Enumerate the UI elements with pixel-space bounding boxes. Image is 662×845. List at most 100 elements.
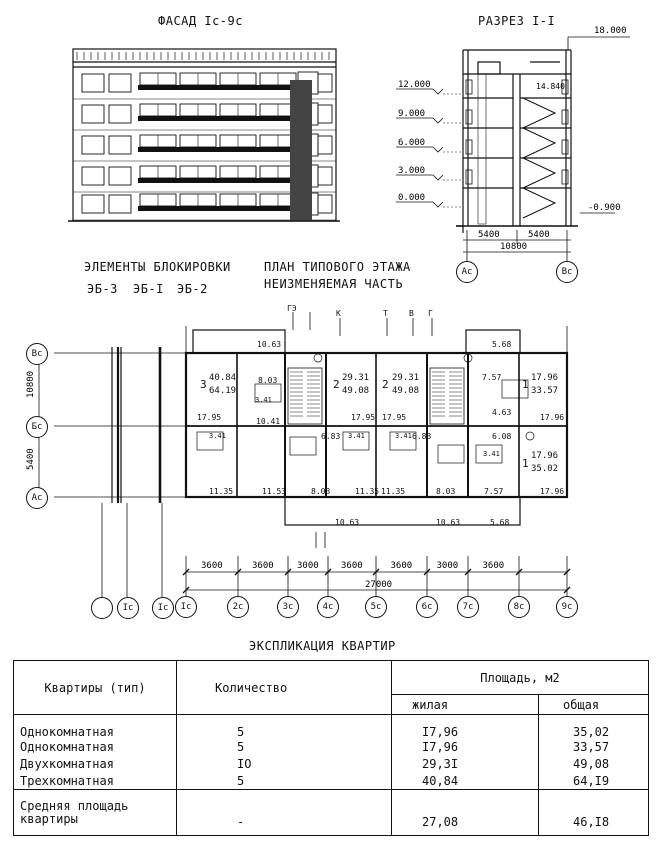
row-type: Однокомнатная [13,738,177,756]
room-label: 17.96 [531,451,559,461]
plan-dim-segment: 3600 [201,561,223,571]
section-stair-flight [522,157,557,189]
plan-axis-marker: Iс [175,596,197,618]
plan-axis-marker: 5с [365,596,387,618]
room-label: 11.35 [355,487,380,496]
facade-balcony-rail [138,206,298,211]
facade-balcony-rail [138,178,298,183]
room-label: 29.31 [392,373,420,383]
plan-mark-ge: ГЭ [287,304,297,313]
room-label: 3.41 [395,432,412,440]
col-living-header: жилая [391,694,539,715]
room-label: 1 [522,378,529,391]
facade-window [317,194,333,214]
facade-window [81,73,105,93]
room-label: 35.02 [531,464,559,474]
section-stair-flight [522,97,557,129]
room-label: 40.84 [209,373,237,383]
room-label: 7.57 [484,487,504,496]
col-total-header: общая [538,694,649,715]
plan-dim-segment: 3600 [252,561,274,571]
plan-axis-marker: 9с [556,596,578,618]
room-label: 11.53 [262,487,287,496]
facade-floor [73,133,336,162]
plan-mark-v: В [409,309,414,318]
facade-title: ФАСАД Iс-9с [158,14,243,28]
plan-bath-fixture [389,431,417,451]
facade-window [317,73,333,93]
section-window [561,169,569,185]
section-dim-total: 10800 [500,242,527,252]
room-label: 49.08 [342,386,370,396]
facade-balcony-rail [138,147,298,152]
section-elevation-label: 12.000 [398,80,431,90]
room-label: 10.63 [436,518,461,527]
plan-bath-fixture [475,444,503,464]
blocking-element-2: ЭБ-2 [177,282,208,296]
plan-axis-marker: 8с [508,596,530,618]
facade-stair-column [290,80,312,220]
plan-bath-fixture [254,383,282,403]
plan-dim-segment: 3600 [391,561,413,571]
avg-row-living: 27,08 [391,789,539,836]
section-elevation-label: 9.000 [398,109,425,119]
left-block-axis-empty [91,597,113,619]
col-type-header: Квартиры (тип) [13,660,177,715]
plan-bath-fixture [196,431,224,451]
avg-row-count: - [176,789,392,836]
section-elevation-label: 3.000 [398,166,425,176]
room-label: 2 [333,378,340,391]
section-window [561,139,569,155]
plan-axis-marker: 3с [277,596,299,618]
room-label: 6.08 [492,432,512,441]
left-axis-a: Ас [26,487,48,509]
room-label: 33.57 [531,386,559,396]
section-window [465,169,473,185]
room-label: 8.03 [311,487,331,496]
section-axis-b: Вс [556,261,578,283]
room-label: 4.63 [492,408,512,417]
plan-axis-marker: 2с [227,596,249,618]
blocking-element-1: ЭБ-I [133,282,164,296]
room-label: 10.63 [335,518,360,527]
section-stair-flight [522,187,557,219]
plan-mark-k: К [336,309,341,318]
plan-fixture [463,353,473,363]
room-label: 29.31 [342,373,370,383]
room-label: 64.19 [209,386,237,396]
row-type: Однокомнатная [13,714,177,739]
row-type: Двухкомнатная [13,755,177,773]
room-label: 3.41 [483,450,500,458]
left-dim-10800: 10800 [26,371,36,398]
room-label: 10.41 [256,417,281,426]
plan-dim-total: 27000 [365,580,392,590]
plan-fixture [313,353,323,363]
room-label: 17.95 [197,413,222,422]
row-living: I7,96 [391,714,539,739]
plan-mark-t: Т [383,309,388,318]
room-label: 11.35 [381,487,406,496]
section-window [561,79,569,95]
room-label: 5.68 [492,340,512,349]
col-count-header: Количество [176,660,392,715]
room-label: 3.41 [348,432,365,440]
plan-bath-fixture [437,444,465,464]
section-elevation-label: 18.000 [594,26,627,36]
row-total: 64,I9 [538,772,649,790]
plan-fixture [525,431,535,441]
room-label: 6.83 [412,432,432,441]
left-dim-5400: 5400 [26,448,36,470]
section-window [465,79,473,95]
blocking-title: ЭЛЕМЕНТЫ БЛОКИРОВКИ [84,260,231,274]
plan-dim-segment: 3600 [341,561,363,571]
row-count: 5 [176,714,392,739]
section-elevation-label: -0.900 [588,203,621,213]
row-living: I7,96 [391,738,539,756]
room-label: 6.83 [321,432,341,441]
